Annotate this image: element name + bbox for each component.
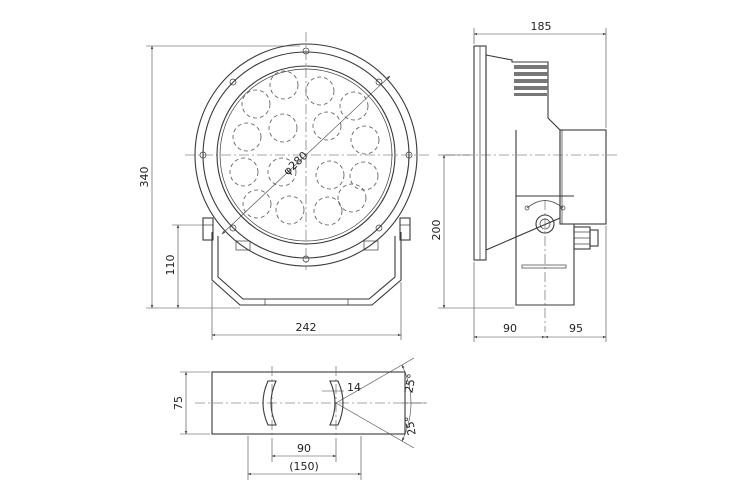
bracket-height-label: 110: [164, 255, 177, 276]
hole-spacing-label: 90: [297, 442, 311, 455]
angle-lower-label: 25°: [402, 415, 418, 436]
slot-width-label: 14: [347, 381, 361, 394]
mount-bracket: [202, 217, 411, 306]
front-width-label: 242: [296, 321, 317, 334]
side-right-label: 95: [569, 322, 583, 335]
pivot-height-label: 200: [430, 220, 443, 241]
base-depth-label: 75: [172, 396, 185, 410]
heat-fins: [514, 65, 548, 96]
overall-height-label: 340: [138, 167, 151, 188]
base-view: 25° 25° 14 75 90 (150): [172, 357, 427, 480]
led-array: [229, 70, 380, 226]
base-length-label: (150): [289, 460, 319, 473]
side-view: 185 200 90 95: [430, 20, 620, 342]
front-view: φ280 340 110 242: [138, 32, 430, 340]
side-left-label: 90: [503, 322, 517, 335]
side-depth-label: 185: [531, 20, 552, 33]
angle-upper-label: 25°: [402, 373, 418, 394]
